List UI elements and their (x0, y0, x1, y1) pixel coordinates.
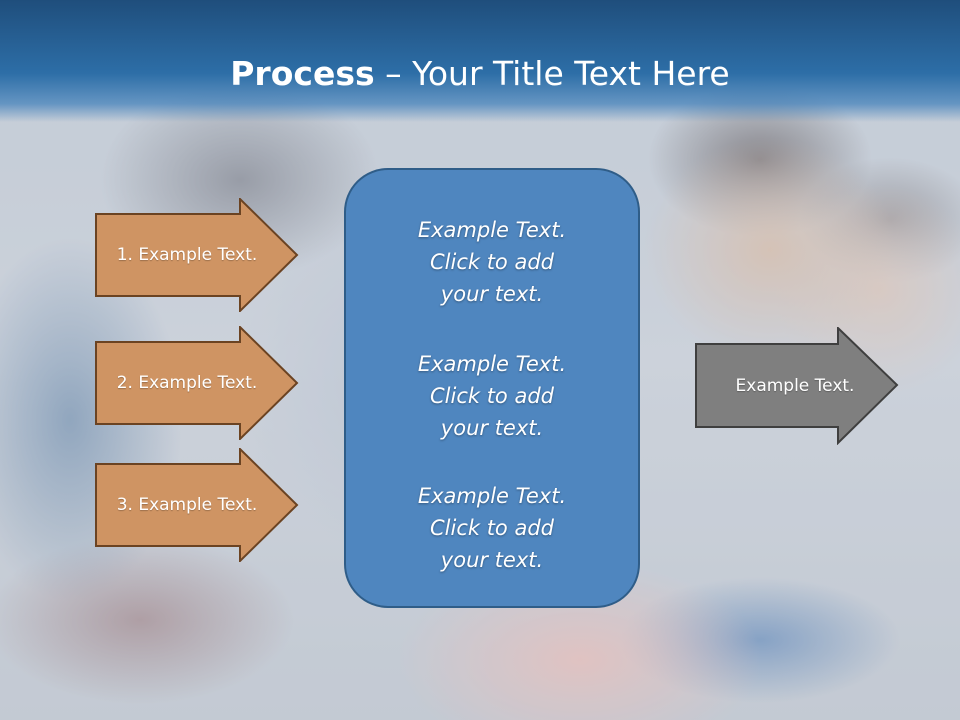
result-arrow-label: Example Text. (735, 375, 855, 396)
title-bar (0, 0, 960, 122)
process-arrow-1-label: 1. Example Text. (116, 245, 258, 265)
process-arrow-3-label: 3. Example Text. (116, 495, 258, 515)
process-arrow-2[interactable]: 2. Example Text. (95, 326, 299, 440)
center-item-1-line2: Click to add (429, 250, 554, 274)
slide-title-rest: – Your Title Text Here (374, 54, 730, 93)
center-item-1-line1: Example Text. (417, 218, 567, 242)
center-item-2-line2: Click to add (429, 384, 554, 408)
slide-title-bold: Process (230, 54, 375, 93)
center-text-box[interactable]: Example Text. Click to add your text. Ex… (344, 168, 640, 608)
result-arrow[interactable]: Example Text. (695, 327, 899, 445)
center-item-3-line2: Click to add (429, 516, 554, 540)
arrow-shape-3 (95, 448, 299, 562)
center-item-1-line3: your text. (440, 282, 544, 306)
arrow-shape-1 (95, 198, 299, 312)
center-item-3-line1: Example Text. (417, 484, 567, 508)
center-item-2-line3: your text. (440, 416, 544, 440)
center-item-1: Example Text. Click to add your text. (346, 214, 638, 310)
center-item-2: Example Text. Click to add your text. (346, 348, 638, 444)
process-arrow-2-label: 2. Example Text. (116, 373, 258, 393)
center-item-2-line1: Example Text. (417, 352, 567, 376)
result-arrow-shape (695, 327, 899, 445)
center-item-3: Example Text. Click to add your text. (346, 480, 638, 576)
slide-title[interactable]: Process – Your Title Text Here (0, 52, 960, 96)
process-arrow-1[interactable]: 1. Example Text. (95, 198, 299, 312)
center-item-3-line3: your text. (440, 548, 544, 572)
arrow-shape-2 (95, 326, 299, 440)
process-arrow-3[interactable]: 3. Example Text. (95, 448, 299, 562)
